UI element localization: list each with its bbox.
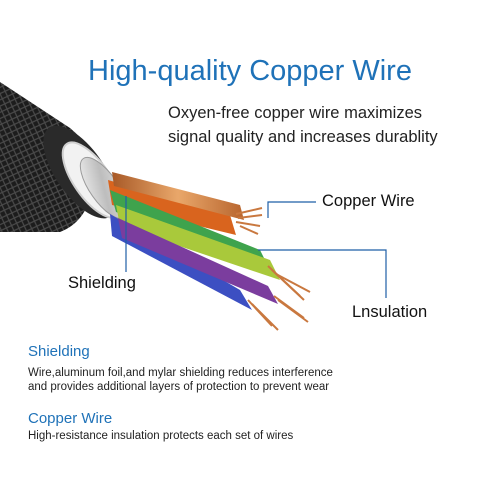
shielding-section-text-line-2: and provides additional layers of protec…: [28, 381, 330, 393]
copper-wire-section-heading: Copper Wire: [28, 410, 113, 427]
insulation-callout-label: Lnsulation: [352, 303, 428, 321]
copper-wire-section-text: High-resistance insulation protects each…: [28, 430, 294, 442]
page-title: High-quality Copper Wire: [88, 55, 412, 87]
wire-bundle: [108, 172, 311, 331]
subtitle-line-2: signal quality and increases durablity: [168, 128, 438, 146]
copper-wire-callout-line: [267, 201, 316, 218]
shielding-section-heading: Shielding: [28, 343, 90, 360]
callout-lines: [125, 196, 387, 298]
insulation-callout-line: [258, 249, 387, 298]
shielding-section-text-line-1: Wire,aluminum foil,and mylar shielding r…: [28, 367, 333, 379]
subtitle-line-1: Oxyen-free copper wire maximizes: [168, 104, 422, 122]
copper-wire-callout-label: Copper Wire: [322, 192, 415, 210]
shielding-callout-label: Shielding: [68, 274, 136, 292]
